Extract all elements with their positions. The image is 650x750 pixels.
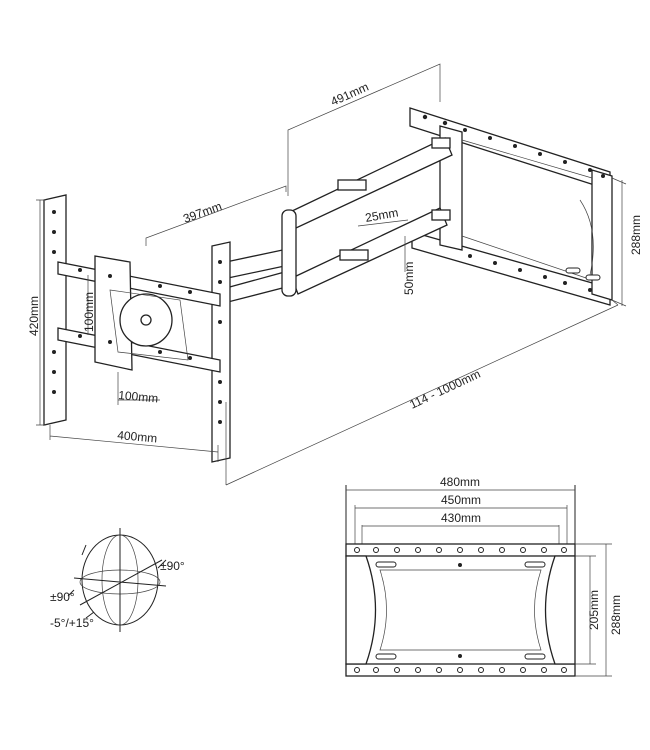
articulating-arms <box>225 137 453 303</box>
plate-width-outer-label: 480mm <box>440 475 480 489</box>
plate-height-inner-label: 205mm <box>587 590 601 630</box>
plate-width-inner-label: 430mm <box>441 511 481 525</box>
arm-depth-label: 397mm <box>181 199 223 226</box>
tv-bracket <box>43 194 231 463</box>
rotation-label: ±90° <box>50 590 75 604</box>
swivel-label: ±90° <box>160 559 185 573</box>
extension-range-label: 114 - 1000mm <box>407 367 482 412</box>
rotation-sphere <box>67 528 167 632</box>
arm-gap-label: 25mm <box>364 205 399 225</box>
tv-vesa-small-label: 100mm <box>118 388 159 405</box>
arm-thickness-label: 50mm <box>402 262 416 295</box>
tilt-label: -5°/+15° <box>50 616 94 630</box>
tv-vesa-inner-label: 100mm <box>82 292 96 332</box>
wall-plate-height-label: 288mm <box>629 215 643 255</box>
arm-extension-label: 491mm <box>329 80 371 109</box>
plate-width-mid-label: 450mm <box>441 493 481 507</box>
wall-plate-front-view <box>345 485 612 677</box>
isometric-assembly <box>36 63 627 486</box>
tv-bracket-width-label: 400mm <box>117 428 158 445</box>
tv-vesa-height-label: 420mm <box>27 296 41 336</box>
plate-height-outer-label: 288mm <box>609 595 623 635</box>
